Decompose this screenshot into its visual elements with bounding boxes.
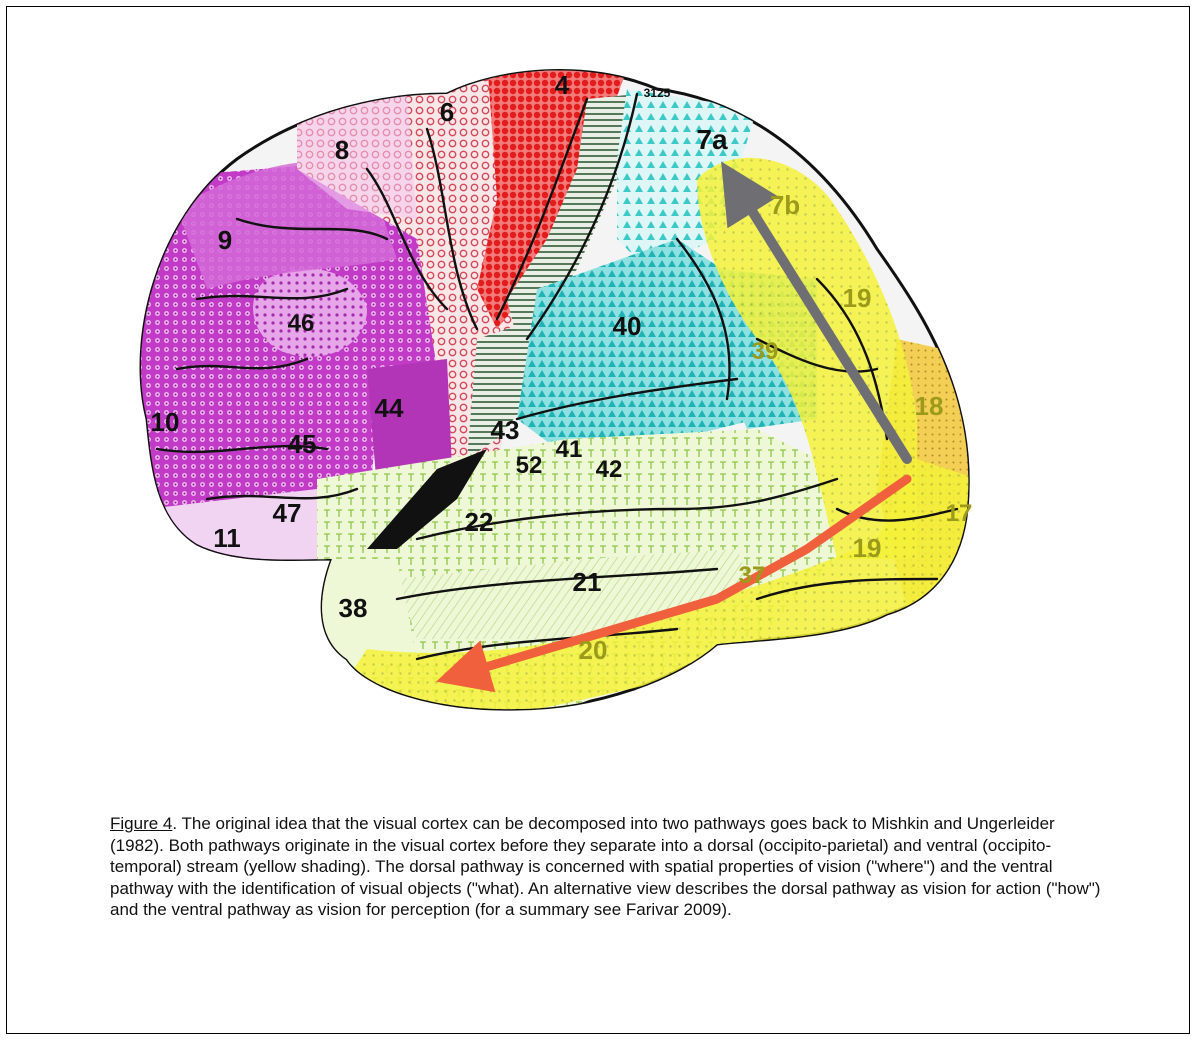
label-area-42: 42 — [596, 456, 623, 483]
label-area-41: 41 — [556, 436, 583, 463]
label-area-6: 6 — [440, 97, 454, 127]
label-area-37: 37 — [739, 562, 766, 589]
caption-text: . The original idea that the visual cort… — [110, 814, 1100, 919]
label-area-8: 8 — [335, 135, 349, 165]
label-area-39: 39 — [752, 338, 779, 365]
page-frame: 4 6 8 3125 7a 7b 9 46 40 19 39 18 44 10 … — [6, 6, 1190, 1034]
label-area-7b: 7b — [770, 190, 800, 220]
label-area-46: 46 — [288, 310, 315, 337]
label-area-52: 52 — [516, 452, 543, 479]
label-area-19-top: 19 — [843, 283, 872, 313]
brain-svg: 4 6 8 3125 7a 7b 9 46 40 19 39 18 44 10 … — [117, 39, 997, 729]
figure-label: Figure 4 — [110, 814, 172, 833]
label-area-47: 47 — [273, 498, 302, 528]
label-area-44: 44 — [375, 393, 404, 423]
label-area-20: 20 — [579, 635, 608, 665]
label-area-9: 9 — [218, 225, 232, 255]
label-area-17: 17 — [946, 500, 973, 527]
label-area-4: 4 — [555, 70, 570, 100]
label-area-22: 22 — [465, 507, 494, 537]
label-area-7a: 7a — [696, 124, 728, 155]
figure-caption: Figure 4. The original idea that the vis… — [110, 813, 1110, 921]
label-area-11: 11 — [213, 523, 241, 553]
label-area-40: 40 — [613, 311, 642, 341]
label-area-45: 45 — [288, 429, 317, 459]
label-area-3125: 3125 — [644, 86, 671, 100]
brain-diagram: 4 6 8 3125 7a 7b 9 46 40 19 39 18 44 10 … — [117, 39, 997, 729]
label-area-21: 21 — [573, 567, 602, 597]
label-area-43: 43 — [491, 415, 520, 445]
label-area-19-low: 19 — [853, 533, 882, 563]
label-area-18: 18 — [915, 391, 944, 421]
label-area-10: 10 — [151, 407, 180, 437]
label-area-38: 38 — [339, 593, 368, 623]
